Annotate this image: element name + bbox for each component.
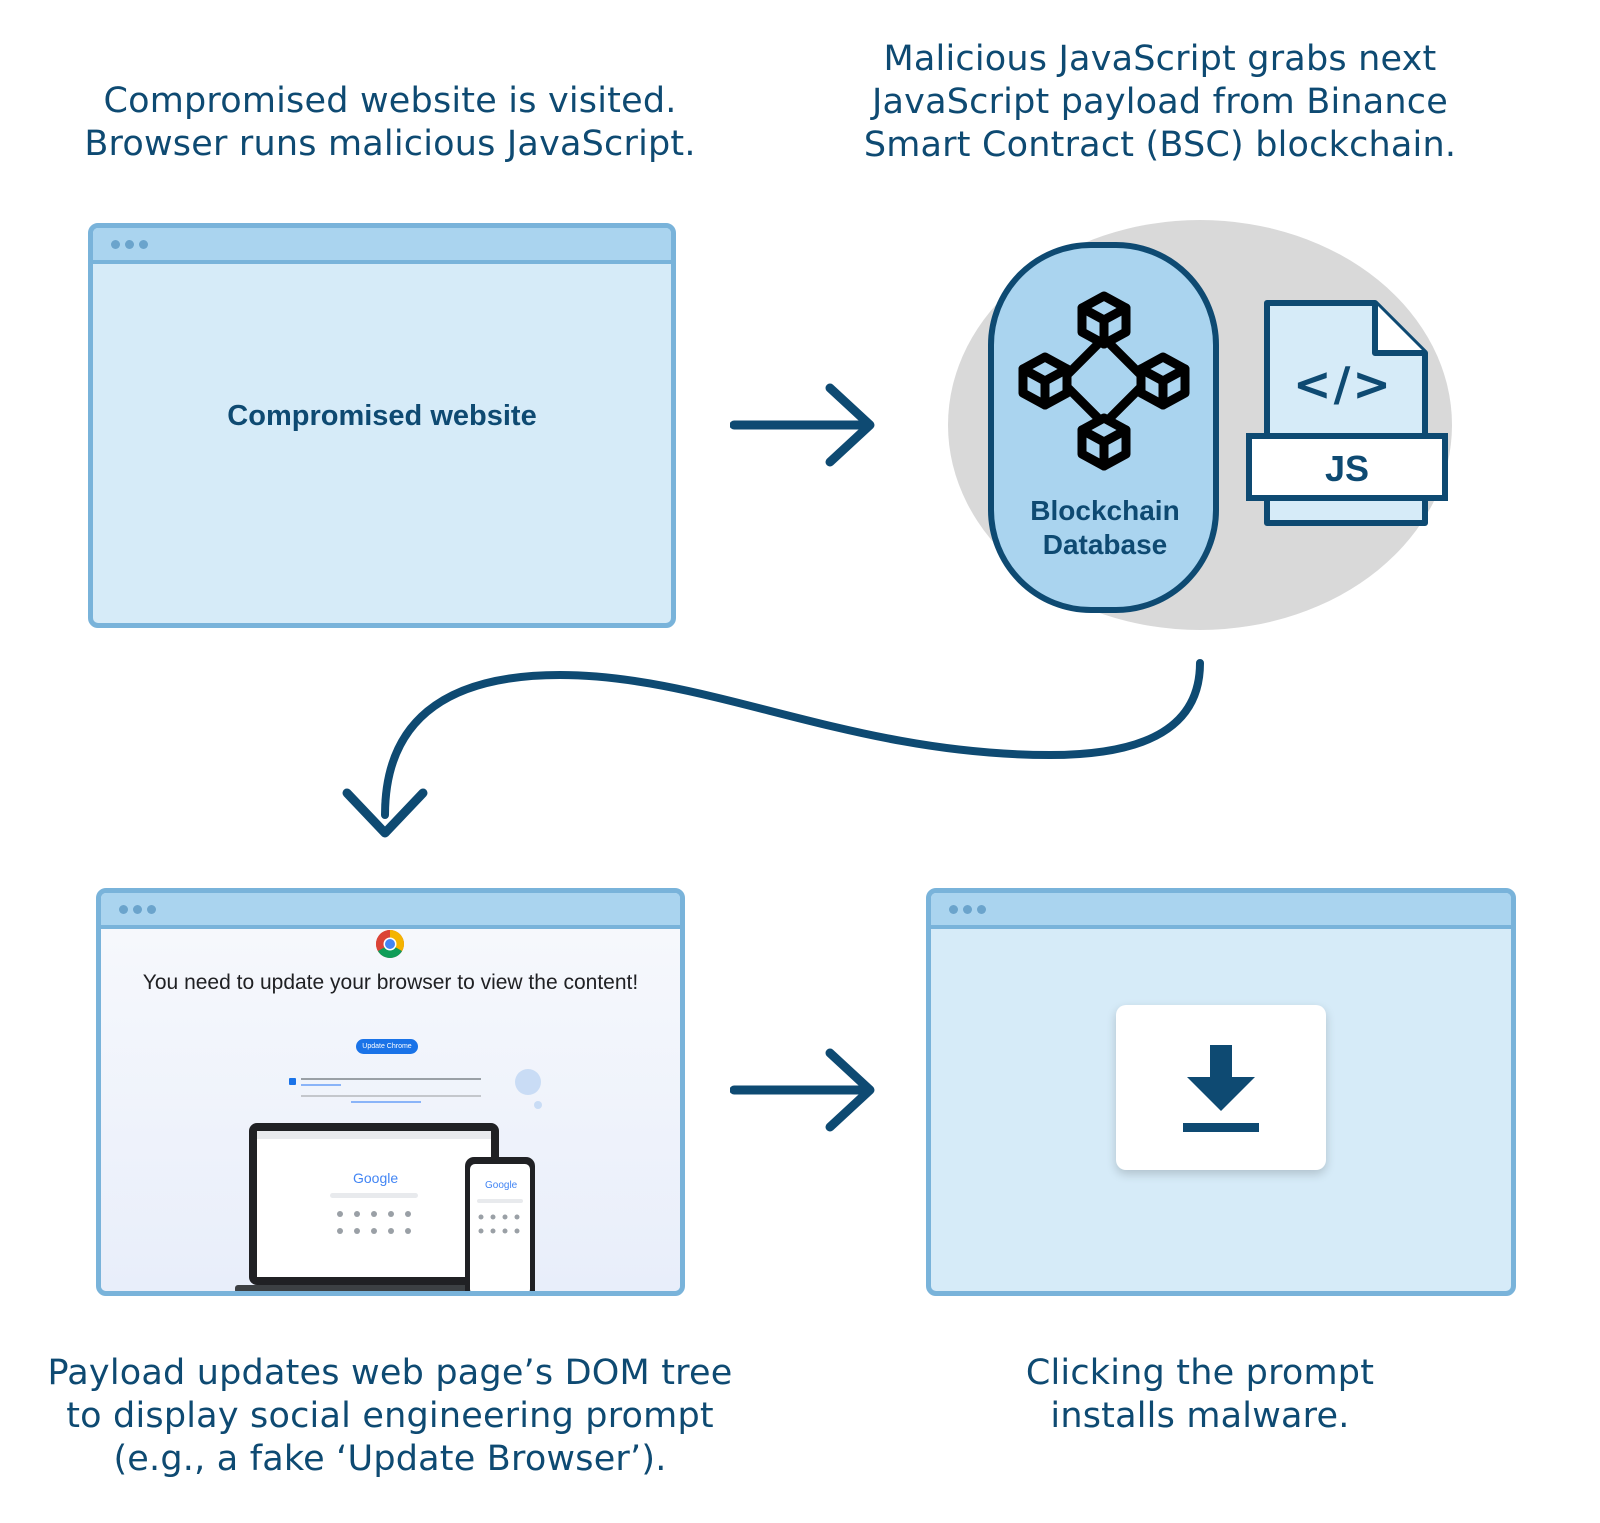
google-logo-phone: Google <box>485 1180 518 1191</box>
window-dots-icon <box>119 905 156 914</box>
google-logo-laptop: Google <box>353 1170 399 1186</box>
malware-download-window <box>926 888 1516 1296</box>
code-tag-label: </> <box>1293 357 1393 411</box>
compromised-website-window: Compromised website <box>88 223 676 628</box>
decor-bubble <box>515 1069 541 1095</box>
window-titlebar <box>101 893 680 929</box>
arrow-right-icon <box>730 1048 875 1132</box>
terms-link <box>351 1101 421 1103</box>
note-line <box>346 1061 426 1067</box>
fake-update-window: You need to update your browser to view … <box>96 888 685 1296</box>
update-chrome-button[interactable]: Update Chrome <box>356 1039 418 1054</box>
caption-step3: Payload updates web page’s DOM tree to d… <box>47 1353 733 1479</box>
caption-step4: Clicking the prompt installs malware. <box>1025 1353 1375 1436</box>
laptop-icon <box>235 1123 505 1291</box>
chrome-logo-icon <box>376 930 404 958</box>
phone-icon <box>465 1157 535 1291</box>
decor-dot <box>534 1101 542 1109</box>
blockchain-network-icon <box>1018 291 1190 471</box>
javascript-file-icon <box>1246 300 1448 526</box>
caption-step2: Malicious JavaScript grabs next JavaScri… <box>863 39 1457 165</box>
window-dots-icon <box>111 240 148 249</box>
terms-line <box>301 1095 481 1097</box>
curved-arrow-icon <box>342 659 1204 838</box>
consent-checkbox[interactable] <box>289 1077 489 1089</box>
fake-update-page: You need to update your browser to view … <box>101 929 680 1291</box>
window-dots-icon <box>949 905 986 914</box>
compromised-website-label: Compromised website <box>227 400 537 432</box>
blockchain-database-label: Blockchain Database <box>1030 495 1180 560</box>
window-titlebar <box>931 893 1511 929</box>
download-prompt-card[interactable] <box>1116 1005 1326 1170</box>
caption-step1: Compromised website is visited. Browser … <box>84 81 696 164</box>
window-titlebar <box>93 228 671 264</box>
prompt-title: You need to update your browser to view … <box>142 971 639 994</box>
arrow-right-icon <box>730 383 875 467</box>
download-icon <box>1183 1045 1259 1132</box>
js-label: JS <box>1324 448 1370 489</box>
